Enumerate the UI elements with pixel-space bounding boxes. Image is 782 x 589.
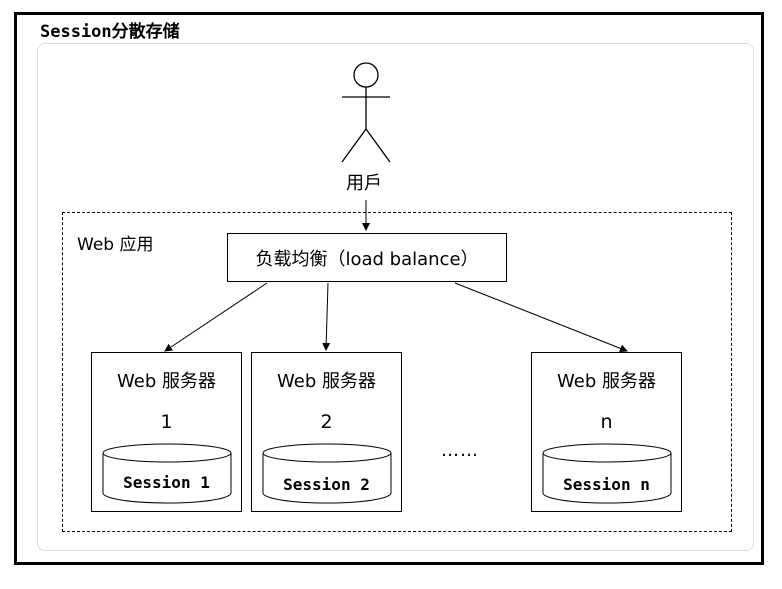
server-number: 1 <box>160 411 173 433</box>
arrow-lb-to-server-1 <box>164 282 268 352</box>
load-balancer-box: 负载均衡（load balance） <box>227 233 507 282</box>
web-server-1: Web 服务器 1 Session 1 <box>91 352 242 512</box>
web-app-label: Web 应用 <box>77 235 154 255</box>
inner-panel <box>37 43 754 551</box>
server-number: 2 <box>320 411 333 433</box>
user-icon <box>341 62 391 163</box>
web-server-n: Web 服务器 n Session n <box>531 352 682 512</box>
session-cylinder-icon <box>542 443 672 504</box>
arrow-lb-to-server-n <box>454 282 628 353</box>
server-number: n <box>600 411 613 433</box>
load-balancer-label: 负载均衡（load balance） <box>255 248 479 270</box>
arrow-lb-to-server-2 <box>322 282 331 351</box>
more-servers-ellipsis: …… <box>441 440 479 461</box>
session-label: Session 2 <box>283 475 370 494</box>
server-title: Web 服务器 <box>557 371 656 392</box>
session-cylinder-icon <box>262 443 392 504</box>
diagram-frame <box>14 12 764 565</box>
server-title: Web 服务器 <box>117 371 216 392</box>
web-server-2: Web 服务器 2 Session 2 <box>251 352 402 512</box>
server-title: Web 服务器 <box>277 371 376 392</box>
session-label: Session n <box>563 475 650 494</box>
user-label: 用戶 <box>346 173 382 194</box>
diagram-title: Session分散存储 <box>40 22 180 42</box>
session-label: Session 1 <box>123 473 210 492</box>
web-app-container <box>62 212 732 532</box>
session-cylinder-icon <box>102 443 232 504</box>
